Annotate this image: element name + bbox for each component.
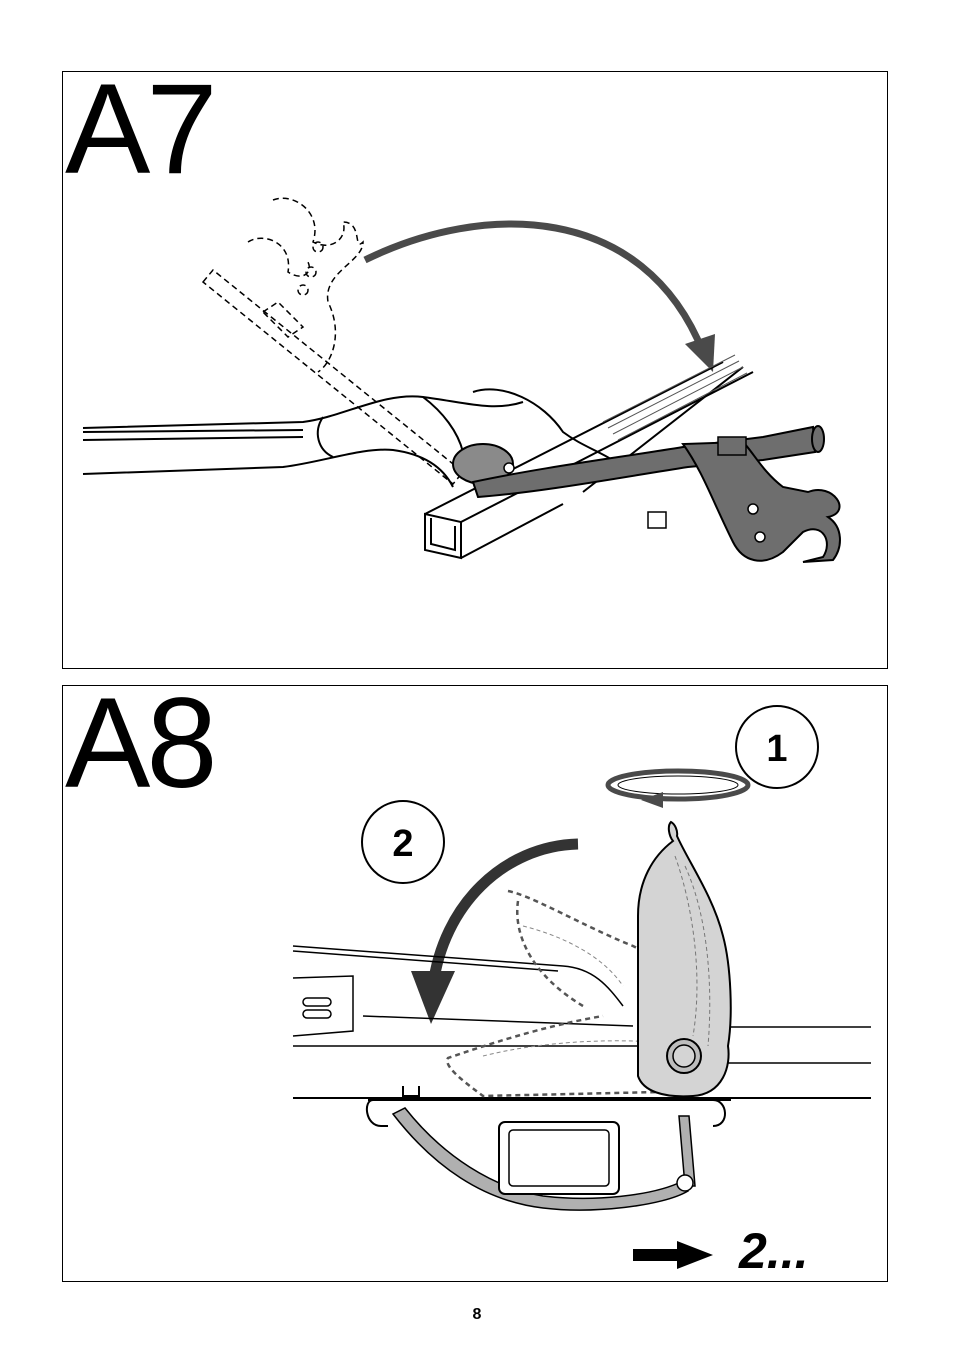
step-a8-illustration: 1 2 — [63, 686, 889, 1283]
handle-end-cap — [812, 426, 824, 452]
callout-2-number: 2 — [392, 823, 413, 865]
knob-pin — [504, 463, 514, 473]
jaw-pivot-2 — [755, 532, 765, 542]
strap-slot — [648, 512, 666, 528]
step-a7-panel: A7 — [62, 71, 888, 669]
rotation-arrow — [365, 224, 703, 352]
slot-indicators — [303, 998, 331, 1018]
arrow-head — [685, 334, 715, 372]
callout-1-number: 1 — [766, 728, 787, 770]
lever-clip — [718, 437, 746, 455]
step-a8-panel: A8 1 2 — [62, 685, 888, 1282]
strap-end-pin — [677, 1175, 693, 1191]
rotate-knob-arrow — [608, 771, 748, 808]
page-number: 8 — [0, 1306, 954, 1324]
claw-hinge-pin — [673, 1045, 695, 1067]
previous-position-outline — [203, 198, 463, 484]
roof-bar-grooves — [603, 355, 747, 440]
continue-arrow — [633, 1241, 713, 1269]
jaw-pivot-1 — [748, 504, 758, 514]
step-a7-illustration — [63, 72, 889, 670]
fold-down-arrow — [433, 844, 578, 986]
carrier-base — [293, 946, 871, 1098]
fold-arrow-head — [411, 971, 455, 1024]
bracket-window-inner — [509, 1130, 609, 1186]
continue-step-text: 2... — [738, 1223, 808, 1279]
